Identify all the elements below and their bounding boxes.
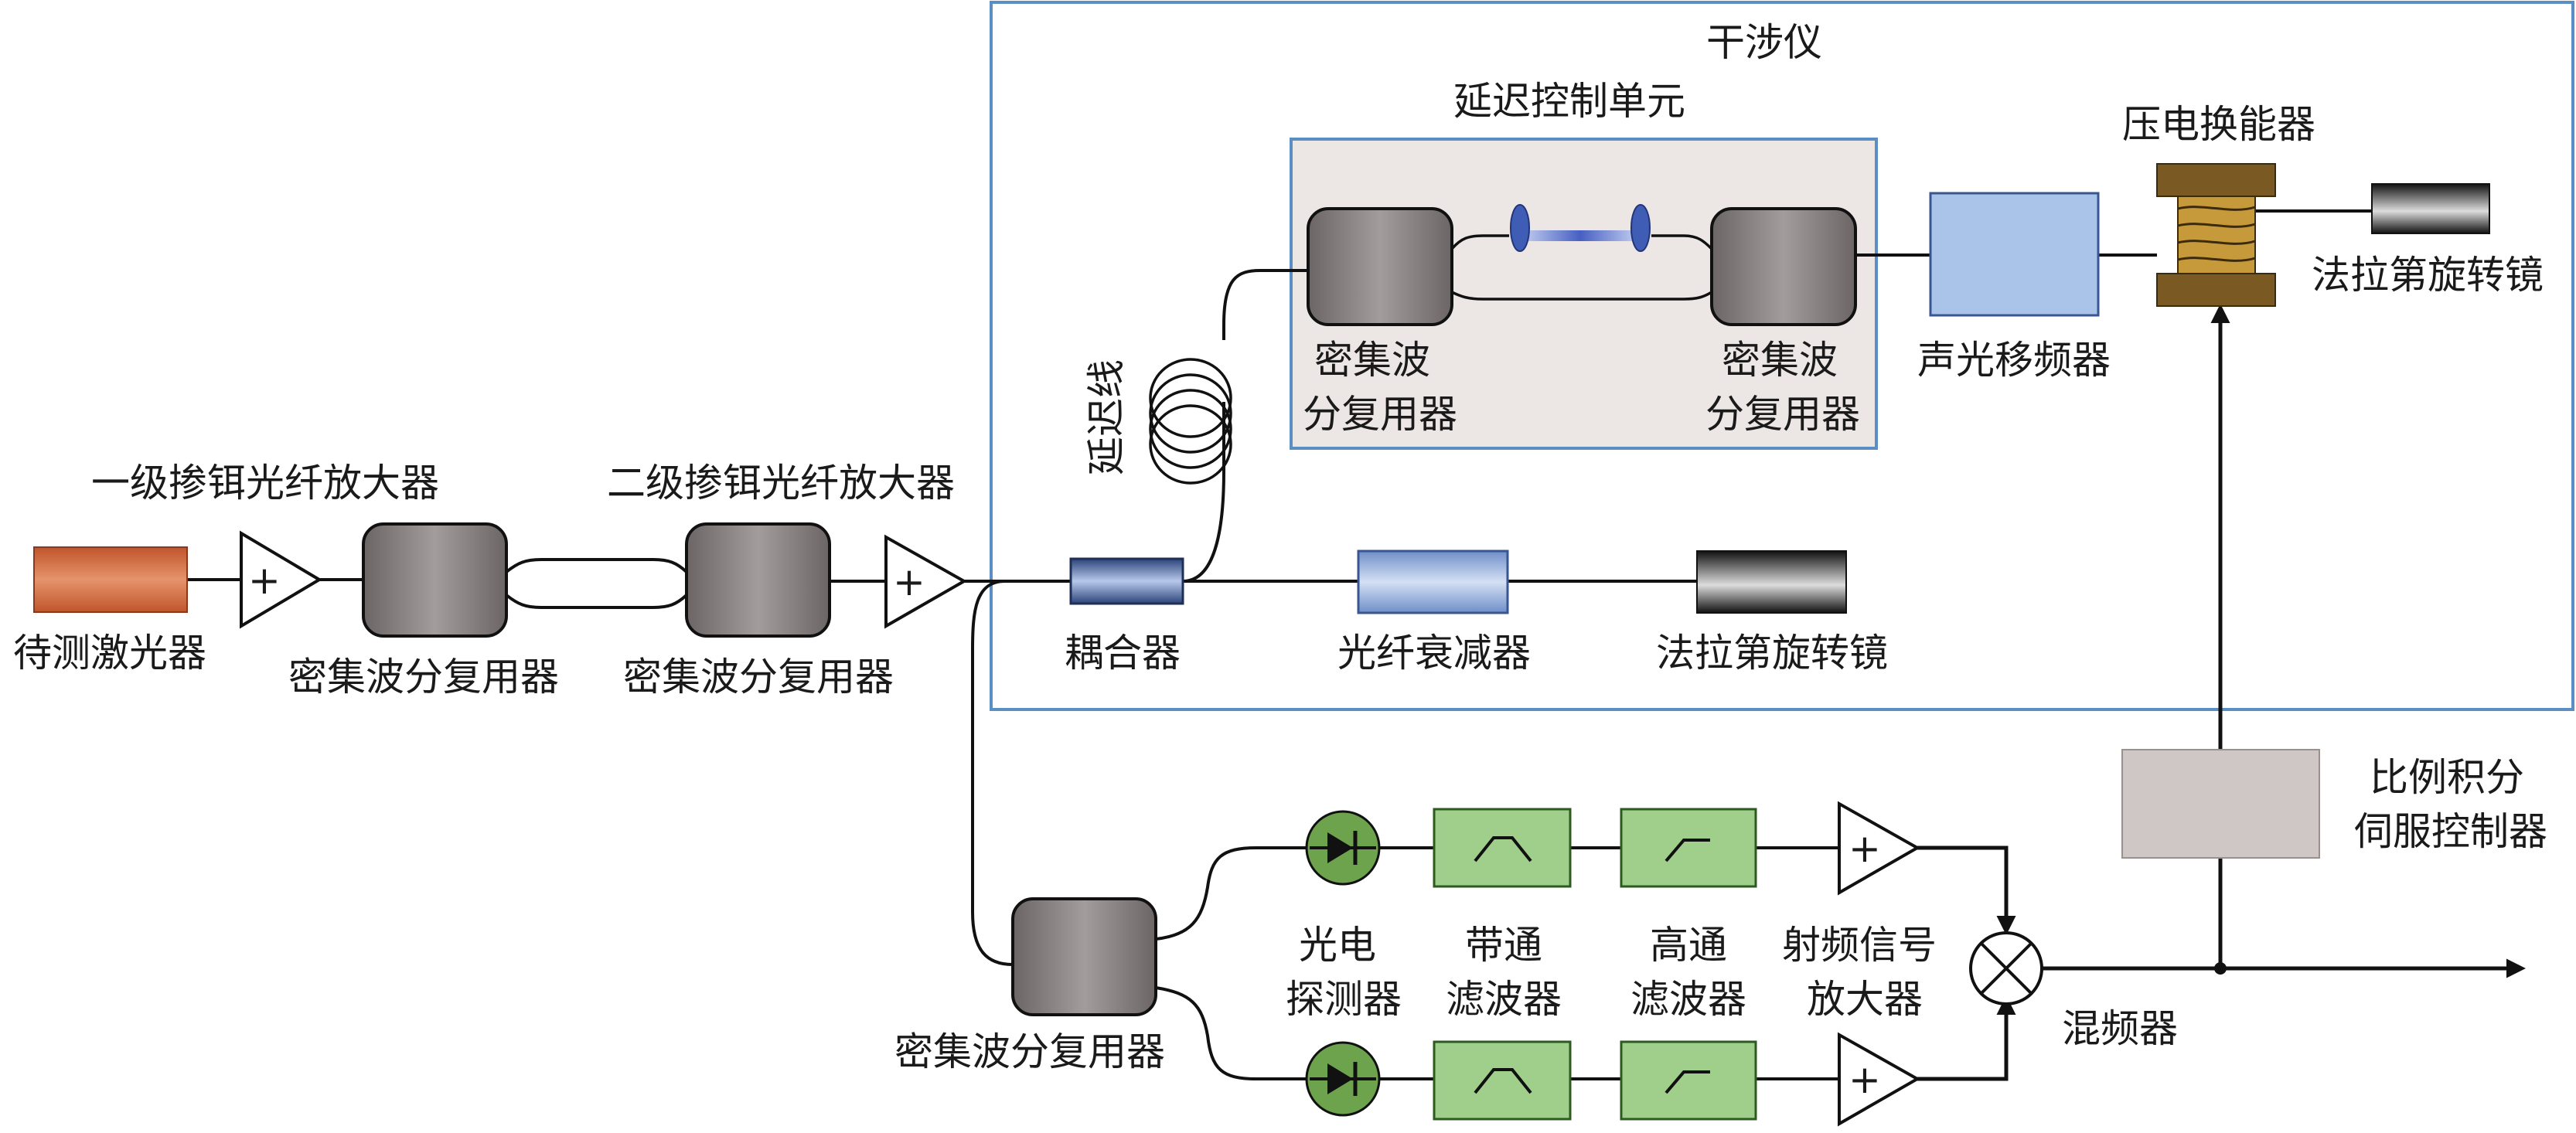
- fiber-to-bottom-dwdm: [971, 580, 1014, 966]
- fiber-attenuator-label: 光纤衰减器: [1337, 631, 1531, 675]
- acousto-optic-frequency-shifter-label: 声光移频器: [1917, 338, 2111, 383]
- dwdm-delay-unit-right-label-1: 密集波: [1722, 338, 1838, 383]
- dwdm-1-label: 密集波分复用器: [288, 655, 559, 699]
- dwdm-delay-unit-left-label-1: 密集波: [1314, 338, 1430, 383]
- photodiode-top: [1305, 810, 1381, 886]
- dwdm-bottom: [1011, 897, 1157, 1016]
- pi-servo-controller: [2121, 749, 2320, 859]
- edfa2-label: 二级掺铒光纤放大器: [607, 461, 955, 505]
- rf-amplifier-bottom: +: [1838, 1032, 1921, 1127]
- fiber-coupler-coil: [1182, 402, 1225, 583]
- highpass-filter-bottom: [1620, 1040, 1757, 1121]
- highpass-filter-label-1: 高通: [1650, 923, 1727, 968]
- photodetector-label-1: 光电: [1299, 923, 1376, 968]
- rf-amplifier-label-1: 射频信号: [1782, 923, 1937, 968]
- laser-under-test-label: 待测激光器: [13, 631, 206, 675]
- acousto-optic-frequency-shifter: [1929, 192, 2100, 317]
- fiber-coil-dwdmA: [1222, 269, 1308, 340]
- fiber-pair-lower: [505, 594, 688, 609]
- fiber-dwdmA-dwdmB-lower: [1451, 291, 1712, 301]
- dwdm-delay-unit-right: [1710, 207, 1857, 326]
- faraday-rotator-mirror-bottom-label: 法拉第旋转镜: [1656, 631, 1888, 675]
- wire-rfamp-mixer-bottom: [1917, 995, 2016, 1081]
- fiber-bottom-dwdm-pd-bottom: [1155, 986, 1307, 1080]
- dwdm-bottom-label: 密集波分复用器: [894, 1029, 1165, 1074]
- highpass-filter-label-2: 滤波器: [1630, 977, 1746, 1022]
- faraday-rotator-mirror-top: [2371, 183, 2490, 234]
- rf-amplifier-top-plus-symbol: +: [1849, 826, 1881, 871]
- piezo-transducer-label: 压电换能器: [2122, 102, 2315, 147]
- edfa2-plus-symbol: +: [893, 560, 925, 604]
- mixer-label: 混频器: [2062, 1006, 2178, 1051]
- free-space-beam: [1520, 230, 1641, 241]
- wire-rfamp-mixer-top: [1917, 845, 2016, 935]
- fiber-pair-upper: [505, 558, 688, 573]
- rf-amplifier-top: +: [1838, 801, 1921, 896]
- laser-under-test: [33, 546, 188, 613]
- fiber-attenuator: [1357, 549, 1509, 614]
- photodetector-label-2: 探测器: [1286, 977, 1402, 1022]
- dwdm-2-label: 密集波分复用器: [623, 655, 894, 699]
- collimator-lens-left: [1510, 204, 1530, 252]
- collimator-lens-right: [1630, 204, 1651, 252]
- pi-servo-controller-label-2: 伺服控制器: [2354, 809, 2547, 854]
- bandpass-filter-label-2: 滤波器: [1446, 977, 1562, 1022]
- pi-servo-controller-label-1: 比例积分: [2370, 755, 2524, 800]
- rf-amplifier-label-2: 放大器: [1807, 977, 1923, 1022]
- bandpass-filter-label-1: 带通: [1465, 923, 1542, 968]
- dwdm-1: [362, 522, 508, 638]
- piezo-transducer: [2156, 163, 2276, 307]
- dwdm-delay-unit-right-label-2: 分复用器: [1705, 392, 1860, 437]
- coupler-label: 耦合器: [1065, 631, 1181, 675]
- bandpass-filter-top: [1433, 808, 1572, 888]
- photodiode-bottom: [1305, 1041, 1381, 1117]
- edfa1-label: 一级掺铒光纤放大器: [91, 461, 439, 505]
- fiber-lens-dwdmB: [1651, 234, 1713, 250]
- dwdm-delay-unit-left: [1307, 207, 1453, 326]
- bandpass-filter-bottom: [1433, 1040, 1572, 1121]
- interferometer-title: 干涉仪: [1706, 20, 1822, 65]
- edfa2-amplifier: +: [884, 534, 968, 629]
- faraday-rotator-mirror-top-label: 法拉第旋转镜: [2312, 253, 2544, 298]
- edfa1-plus-symbol: +: [248, 558, 281, 603]
- delay-line-coil: [1149, 358, 1232, 485]
- mixer: [1969, 931, 2043, 1005]
- rf-amplifier-bottom-plus-symbol: +: [1849, 1057, 1881, 1102]
- dwdm-2: [685, 522, 831, 638]
- fiber-bottom-dwdm-pd-top: [1155, 846, 1307, 941]
- faraday-rotator-mirror-bottom: [1696, 550, 1847, 614]
- fiber-dwdmA-lens: [1450, 234, 1509, 250]
- coupler: [1069, 557, 1184, 605]
- highpass-filter-top: [1620, 808, 1757, 888]
- dwdm-delay-unit-left-label-2: 分复用器: [1303, 392, 1457, 437]
- delay-control-unit-title: 延迟控制单元: [1453, 79, 1685, 124]
- delay-line-label: 延迟线: [1084, 359, 1129, 475]
- interferometer-frame: [990, 1, 2574, 711]
- edfa1-amplifier: +: [240, 530, 322, 629]
